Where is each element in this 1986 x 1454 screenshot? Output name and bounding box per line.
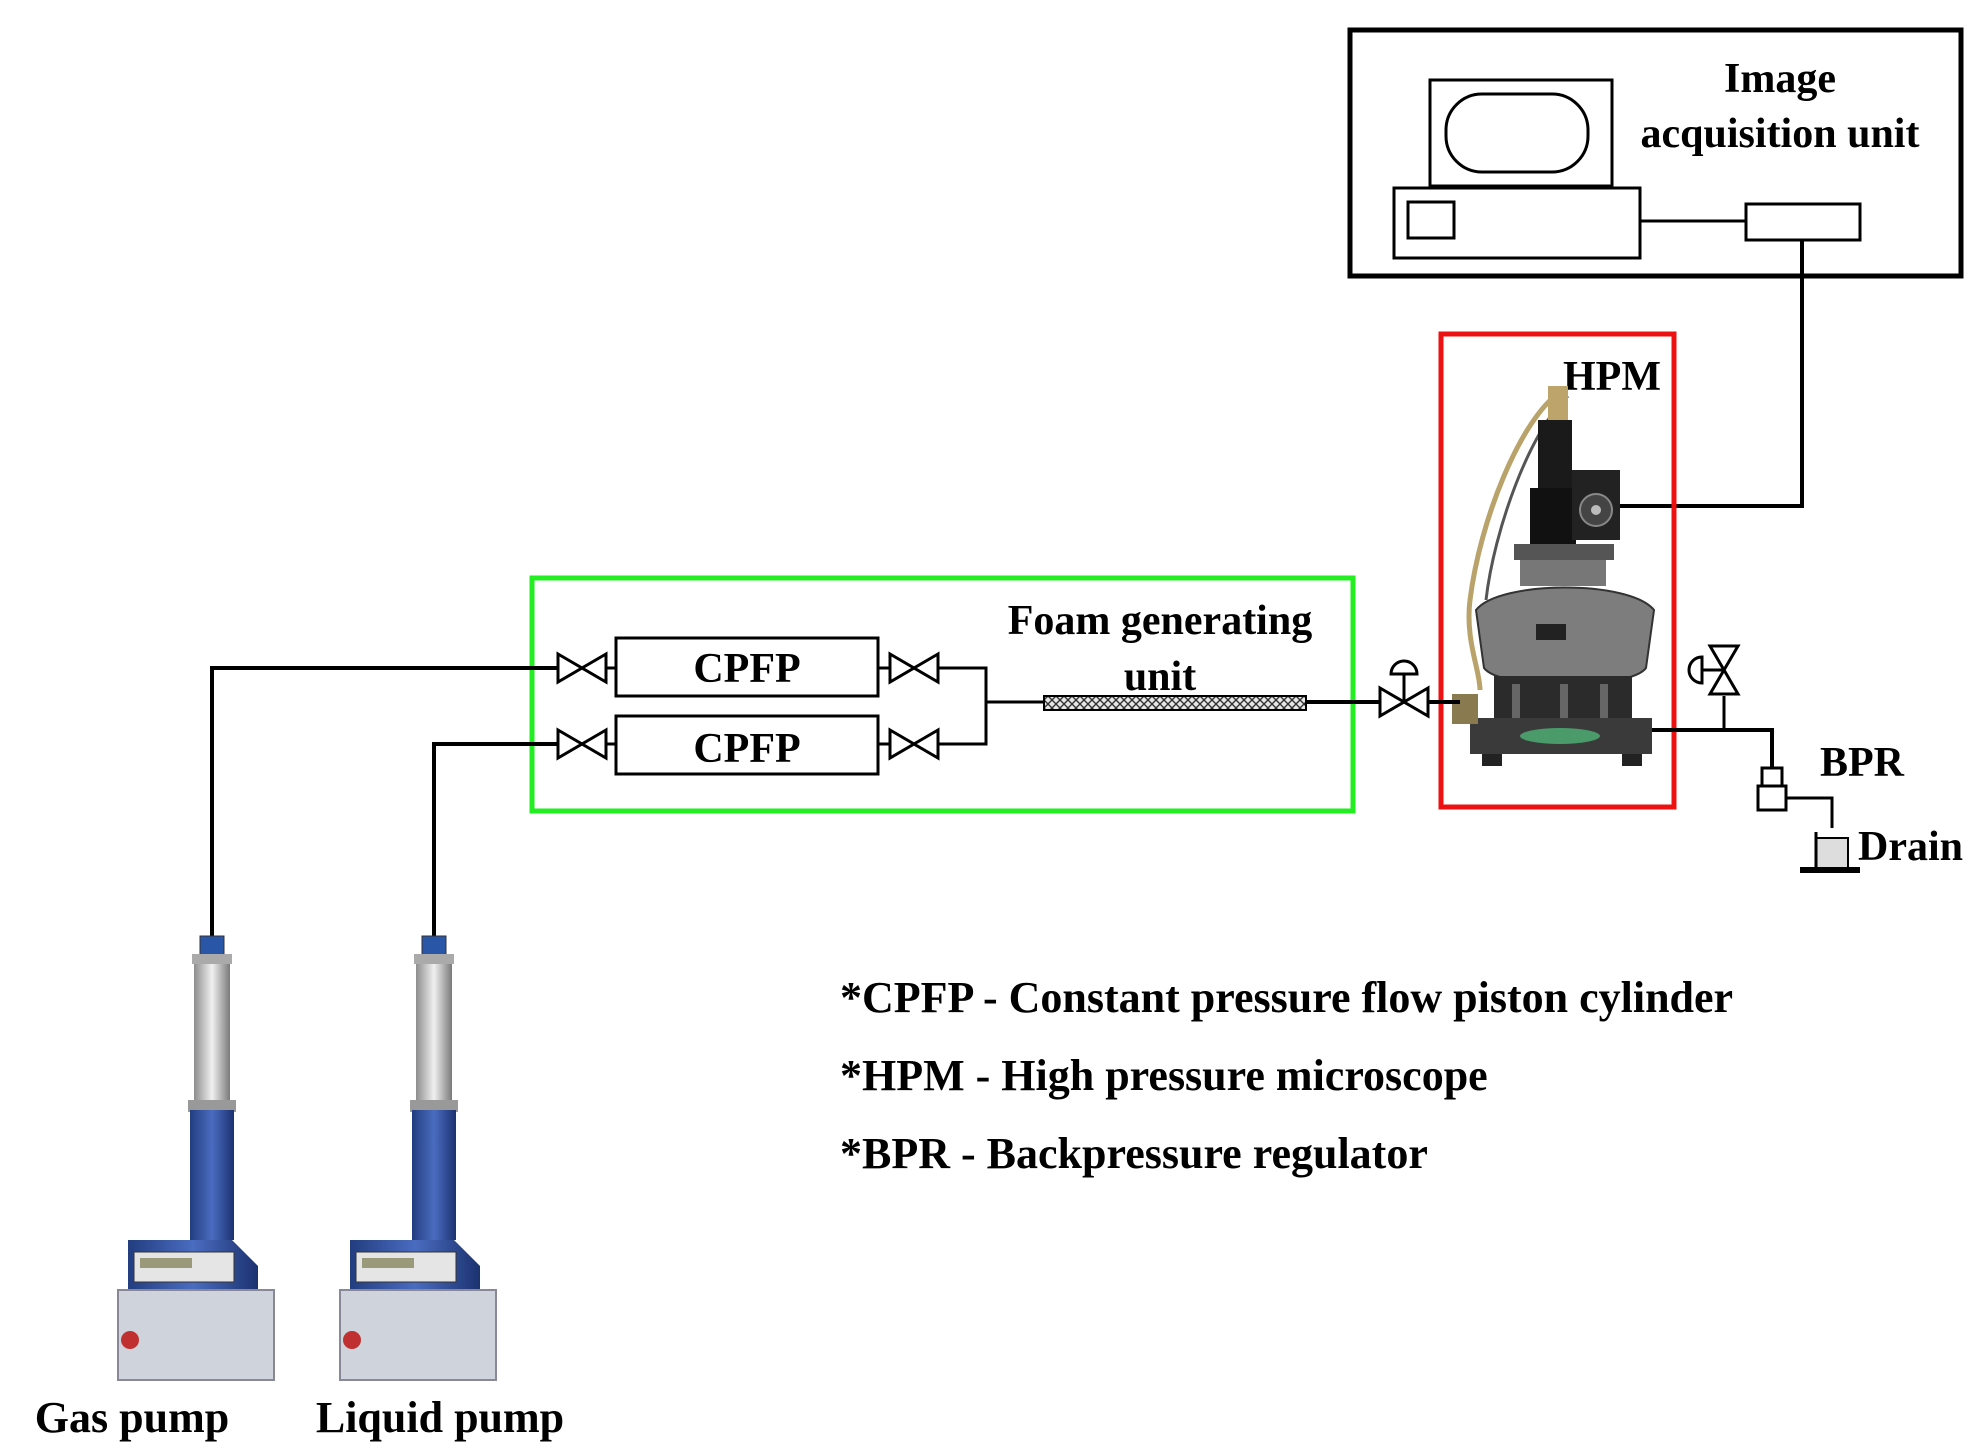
- cpfp-bottom-label: CPFP: [693, 726, 800, 772]
- image-acquisition-unit: Image acquisition unit: [1347, 27, 1964, 279]
- hpm-border: [1438, 331, 1677, 810]
- legend: *CPFP - Constant pressure flow piston cy…: [840, 973, 1733, 1178]
- foam-unit-border: [529, 575, 1356, 814]
- legend-item-hpm: *HPM - High pressure microscope: [840, 1051, 1488, 1100]
- hpm-label: HPM: [1563, 354, 1661, 400]
- image-acquisition-label-line2: acquisition unit: [1641, 111, 1920, 157]
- valve-icon-bottom-left: [556, 727, 616, 761]
- drain-icon: [1800, 832, 1860, 873]
- valve-icon-top-right: [878, 651, 940, 685]
- regulator-icon: [1756, 766, 1834, 828]
- liquid-supply-line: [432, 742, 558, 940]
- bpr-label: BPR: [1820, 740, 1905, 786]
- valve-icon-top-left: [556, 651, 616, 685]
- gas-supply-line: [210, 666, 558, 940]
- liquid-pump-icon: [339, 935, 497, 1381]
- cpfp-bottom-box: [614, 714, 880, 776]
- liquid-pump-label: Liquid pump: [316, 1393, 564, 1442]
- foam-generating-unit: Foam generating unit CPFP CPFP: [529, 575, 1380, 814]
- foam-unit-label-line2: unit: [1124, 654, 1196, 700]
- gas-pump-icon: [117, 935, 275, 1381]
- cpfp-top-box: [614, 636, 880, 698]
- gas-pump-label: Gas pump: [35, 1393, 229, 1442]
- hpm-unit: HPM: [1438, 331, 1677, 810]
- computer-icon: [1392, 78, 1862, 260]
- legend-item-bpr: *BPR - Backpressure regulator: [840, 1129, 1428, 1178]
- image-acquisition-label-line1: Image: [1724, 56, 1836, 102]
- drain-label: Drain: [1858, 824, 1963, 870]
- foam-generator-tube: [1043, 695, 1307, 711]
- outlet-valve-icon: [1687, 644, 1741, 696]
- legend-item-cpfp: *CPFP - Constant pressure flow piston cy…: [840, 973, 1733, 1022]
- hpm-inlet-valve-icon: [1378, 659, 1430, 719]
- microscope-icon: [1452, 386, 1656, 766]
- camera-cable: [1616, 240, 1804, 508]
- cpfp-top-label: CPFP: [693, 646, 800, 692]
- valve-icon-bottom-right: [878, 727, 940, 761]
- foam-unit-label-line1: Foam generating: [1008, 598, 1312, 644]
- hpm-outlet-line: [1652, 728, 1774, 792]
